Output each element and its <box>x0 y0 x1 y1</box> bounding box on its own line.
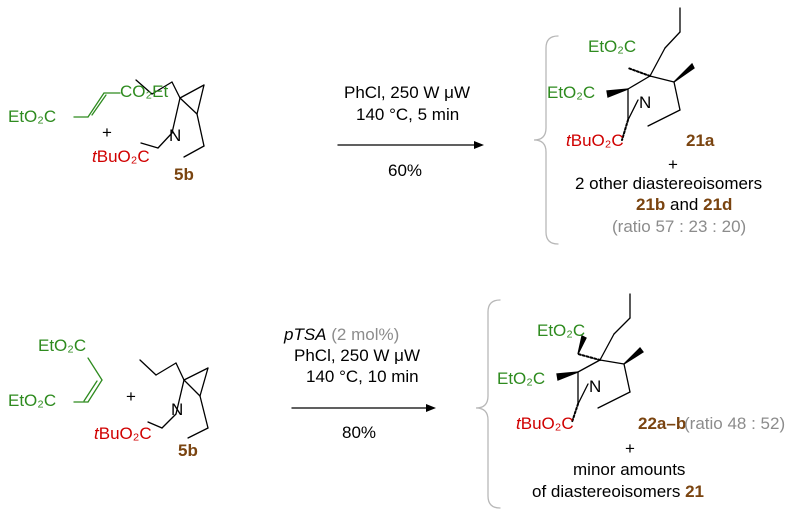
yield-1: 60% <box>388 161 423 180</box>
conditions-line1-1: PhCl, 250 W μW <box>344 83 470 102</box>
product2-eto2c-mid: EtO₂C <box>497 369 546 388</box>
yield-2: 80% <box>342 423 377 442</box>
catalyst-name: pTSA <box>284 325 327 344</box>
compound-label-21b: 21b <box>636 195 666 214</box>
compound-label-22a-b: 22a–b <box>638 414 687 433</box>
conditions-line2-1: 140 °C, 5 min <box>356 105 460 124</box>
compound-label-21d: 21d <box>703 195 733 214</box>
brace-1 <box>533 35 559 245</box>
conditions-line1-2: PhCl, 250 W μW <box>294 346 420 365</box>
fumarate-eto2c-label: EtO₂C <box>8 107 57 126</box>
product1-tbu-label: tBuO₂C <box>566 131 624 150</box>
amine-n-label-2: N <box>171 400 184 419</box>
maleate-skeleton <box>73 357 103 403</box>
conditions-catalyst-2: pTSA (2 mol%) <box>284 326 399 343</box>
product1-plus: + <box>668 155 678 174</box>
product1-isomer-labels: 21b and 21d <box>636 196 732 213</box>
brace-2 <box>475 299 501 509</box>
catalyst-loading: (2 mol%) <box>331 325 400 344</box>
minor-text: of diastereoisomers <box>532 482 681 501</box>
product1-eto2c-mid: EtO₂C <box>547 83 596 102</box>
compound-label-5b-1: 5b <box>174 165 194 184</box>
product2-plus: + <box>625 439 635 458</box>
and-word: and <box>665 195 704 214</box>
amine-tbu-label-2: tBuO₂C <box>94 424 152 443</box>
product2-tbu-label: tBuO₂C <box>516 414 574 433</box>
product1-n-label: N <box>639 93 652 112</box>
product1-other-isomers: 2 other diastereoisomers <box>575 174 763 193</box>
plus-sign-2: + <box>126 387 136 406</box>
reaction-arrow-2 <box>291 404 436 412</box>
fumarate-co2et-label: CO₂Et <box>120 82 169 101</box>
compound-label-21: 21 <box>685 482 704 501</box>
maleate-eto2c-bottom: EtO₂C <box>8 391 57 410</box>
product2-eto2c-top: EtO₂C <box>537 321 586 340</box>
compound-label-21a: 21a <box>686 131 715 150</box>
compound-label-5b-2: 5b <box>178 441 198 460</box>
product1-eto2c-top: EtO₂C <box>588 37 637 56</box>
product2-minor-line2: of diastereoisomers 21 <box>532 483 704 500</box>
fumarate-skeleton <box>73 92 121 118</box>
plus-sign-1: + <box>102 123 112 142</box>
conditions-line2-2: 140 °C, 10 min <box>306 367 419 386</box>
product2-n-label: N <box>589 377 602 396</box>
amine-5b-skeleton-1 <box>135 79 205 158</box>
amine-n-label-1: N <box>169 126 182 145</box>
amine-tbu-label-1: tBuO₂C <box>92 147 150 166</box>
reaction-arrow-1 <box>337 141 484 149</box>
product2-minor-line1: minor amounts <box>573 460 686 479</box>
product2-ratio: (ratio 48 : 52) <box>684 414 786 433</box>
product1-ratio: (ratio 57 : 23 : 20) <box>612 217 747 236</box>
amine-5b-skeleton-2 <box>139 359 209 439</box>
maleate-eto2c-top: EtO₂C <box>38 336 87 355</box>
product-21a-skeleton <box>606 7 695 141</box>
product-22-skeleton <box>556 293 644 423</box>
